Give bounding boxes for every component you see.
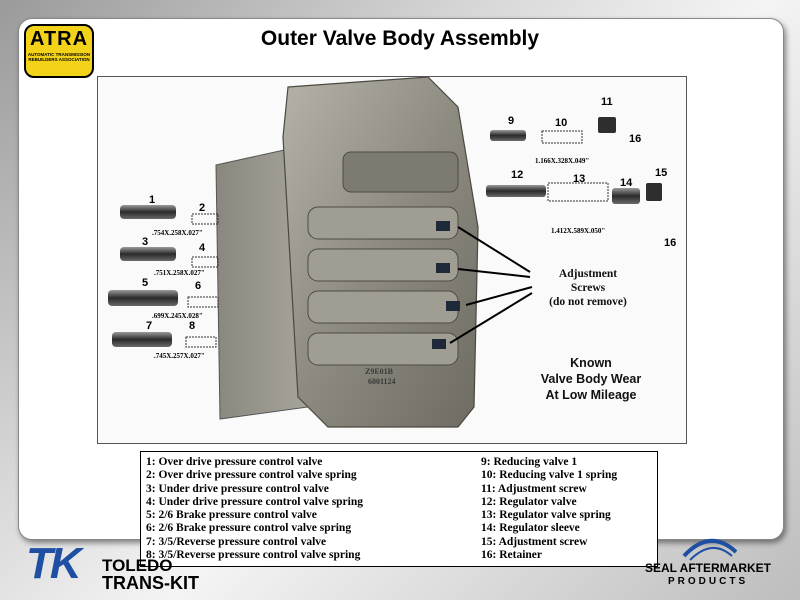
callout-arrow xyxy=(449,292,533,344)
callout-arrow xyxy=(465,286,533,306)
tk-logo-transkit: TRANS-KIT xyxy=(102,573,199,593)
legend-item: 8: 3/5/Reverse pressure control valve sp… xyxy=(146,549,361,562)
page-title: Outer Valve Body Assembly xyxy=(260,27,540,50)
part-number-label: 8 xyxy=(189,320,196,332)
tk-logo-letters: TK xyxy=(26,539,82,588)
part-number-label: 16 xyxy=(664,237,677,249)
callout-line: Known xyxy=(570,356,612,370)
legend-item: 6: 2/6 Brake pressure control valve spri… xyxy=(146,522,352,535)
valve-bore xyxy=(307,206,459,240)
spring-dimension: .751X.258X.027" xyxy=(154,269,205,277)
part-number-label: 6 xyxy=(195,280,202,292)
callout-arrow xyxy=(457,268,531,278)
part-number-label: 16 xyxy=(629,133,642,145)
legend-item: 9: Reducing valve 1 xyxy=(481,456,578,468)
part-number-label: 14 xyxy=(620,177,633,189)
legend-item: 3: Under drive pressure control valve xyxy=(146,482,329,495)
adjustment-screw xyxy=(436,221,450,231)
spring-10 xyxy=(541,130,583,144)
adjustment-screw xyxy=(436,263,450,273)
part-number-label: 3 xyxy=(142,236,149,248)
valve-bore xyxy=(342,151,459,193)
casting-mark: Z9E01B xyxy=(365,367,394,376)
part-number-label: 13 xyxy=(573,173,586,185)
part-number-label: 2 xyxy=(199,202,206,214)
adjustment-screw-15 xyxy=(646,183,662,201)
spring-dimension: .754X.258X.027" xyxy=(152,229,203,237)
callout-line: Valve Body Wear xyxy=(540,372,642,386)
legend-item: 11: Adjustment screw xyxy=(481,482,587,495)
casting-mark: 6001124 xyxy=(368,377,396,386)
callout-line: Screws xyxy=(570,282,606,294)
legend-item: 14: Regulator sleeve xyxy=(481,522,580,535)
part-number-label: 4 xyxy=(199,242,206,254)
callout-arrow xyxy=(457,226,531,273)
valve-body-photo: 1 2 3 4 5 6 7 8 9 10 11 12 13 14 15 16 1… xyxy=(97,76,687,444)
regulator-valve-12 xyxy=(486,185,546,197)
regulator-sleeve-14 xyxy=(612,188,640,204)
seal-aftermarket-products: PRODUCTS xyxy=(668,576,749,587)
legend-column-right: 9: Reducing valve 1 10: Reducing valve 1… xyxy=(481,456,617,562)
part-number-label: 12 xyxy=(511,169,524,181)
part-number-label: 1 xyxy=(149,194,156,206)
legend-item: 16: Retainer xyxy=(481,549,542,562)
legend-item: 15: Adjustment screw xyxy=(481,535,588,548)
part-number-label: 10 xyxy=(555,117,568,129)
spring-8 xyxy=(185,336,217,348)
legend-item: 12: Regulator valve xyxy=(481,495,577,508)
seal-aftermarket-logo-icon xyxy=(682,538,738,561)
legend-item: 5: 2/6 Brake pressure control valve xyxy=(146,509,317,522)
tk-logo-toledo: TOLEDO xyxy=(102,556,173,575)
adjustment-screw xyxy=(446,301,460,311)
part-number-label: 11 xyxy=(601,96,613,108)
part-number-label: 7 xyxy=(146,320,153,332)
atra-logo-word: ATRA xyxy=(29,28,89,50)
legend-item: 4: Under drive pressure control valve sp… xyxy=(146,495,364,508)
atra-logo: ATRA AUTOMATIC TRANSMISSION REBUILDERS A… xyxy=(24,24,94,78)
parts-legend: 1: Over drive pressure control valve 2: … xyxy=(140,451,658,567)
valve-1 xyxy=(120,205,176,219)
valve-9 xyxy=(490,130,526,141)
valve-bore xyxy=(307,248,459,282)
legend-item: 13: Regulator valve spring xyxy=(481,509,611,522)
adjustment-screw xyxy=(432,339,446,349)
spring-dimension: .699X.245X.028" xyxy=(152,312,203,320)
adjustment-screw-11 xyxy=(598,117,616,133)
valve-bore xyxy=(307,332,459,366)
spring-4 xyxy=(191,256,219,268)
spring-dimension: 1.412X.589X.050" xyxy=(551,227,606,235)
valve-3 xyxy=(120,247,176,261)
legend-item: 10: Reducing valve 1 spring xyxy=(481,469,618,482)
part-number-label: 5 xyxy=(142,277,149,289)
part-number-label: 9 xyxy=(508,115,515,127)
valve-5 xyxy=(108,290,178,306)
atra-logo-subtitle: AUTOMATIC TRANSMISSION REBUILDERS ASSOCI… xyxy=(27,52,91,62)
legend-item: 2: Over drive pressure control valve spr… xyxy=(146,469,357,482)
callout-line: At Low Mileage xyxy=(545,388,637,402)
regulator-spring-13 xyxy=(547,182,609,202)
callout-line: (do not remove) xyxy=(549,296,627,308)
valve-body-illustration xyxy=(108,77,662,428)
spring-6 xyxy=(187,296,219,308)
valve-body-wear-callout: Known Valve Body Wear At Low Mileage xyxy=(516,355,666,403)
valve-7 xyxy=(112,332,172,347)
part-number-label: 15 xyxy=(655,167,668,179)
legend-column-left: 1: Over drive pressure control valve 2: … xyxy=(146,456,363,562)
spring-2 xyxy=(191,213,219,225)
valve-bore xyxy=(307,290,459,324)
spring-dimension: .745X.257X.027" xyxy=(154,352,205,360)
seal-aftermarket-title: SEAL AFTERMARKET xyxy=(645,561,771,575)
callout-line: Adjustment xyxy=(558,268,618,280)
legend-item: 1: Over drive pressure control valve xyxy=(146,456,323,468)
adjustment-screws-callout: Adjustment Screws (do not remove) xyxy=(528,267,648,309)
legend-item: 7: 3/5/Reverse pressure control valve xyxy=(146,535,327,548)
spring-dimension: 1.166X.328X.049" xyxy=(535,157,590,165)
